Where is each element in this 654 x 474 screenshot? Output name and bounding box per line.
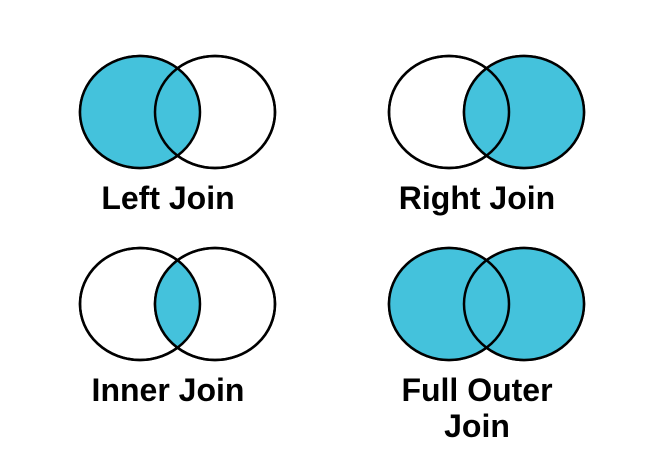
left-circle-outline (78, 54, 202, 170)
right-circle-highlight (464, 56, 584, 168)
intersection-highlight (155, 248, 200, 360)
right-circle-outline (153, 246, 277, 362)
venn-label-left-join: Left Join (101, 180, 235, 216)
venn-label-full-outer-join: Full Outer Join (401, 372, 553, 444)
venn-label-right-join: Right Join (398, 180, 556, 216)
venn-svg (78, 246, 277, 362)
venn-diagram-right-join (366, 52, 606, 172)
venn-cell-right-join: Right Join (366, 52, 606, 216)
venn-svg (78, 54, 277, 170)
venn-diagram-inner-join (57, 244, 297, 364)
left-circle-outline (387, 54, 511, 170)
left-circle-highlight (80, 56, 200, 168)
venn-label-inner-join: Inner Join (91, 372, 245, 408)
venn-diagram-left-join (57, 52, 297, 172)
right-circle-highlight (464, 248, 584, 360)
venn-cell-full-outer-join: Full Outer Join (366, 244, 606, 444)
venn-svg (387, 246, 586, 362)
venn-diagram-full-outer-join (366, 244, 606, 364)
left-circle-outline (78, 246, 202, 362)
right-circle-outline (462, 246, 586, 362)
venn-cell-left-join: Left Join (57, 52, 297, 216)
right-circle-outline (462, 54, 586, 170)
venn-cell-inner-join: Inner Join (57, 244, 297, 408)
left-circle-outline (387, 246, 511, 362)
right-circle-outline (153, 54, 277, 170)
venn-svg (387, 54, 586, 170)
